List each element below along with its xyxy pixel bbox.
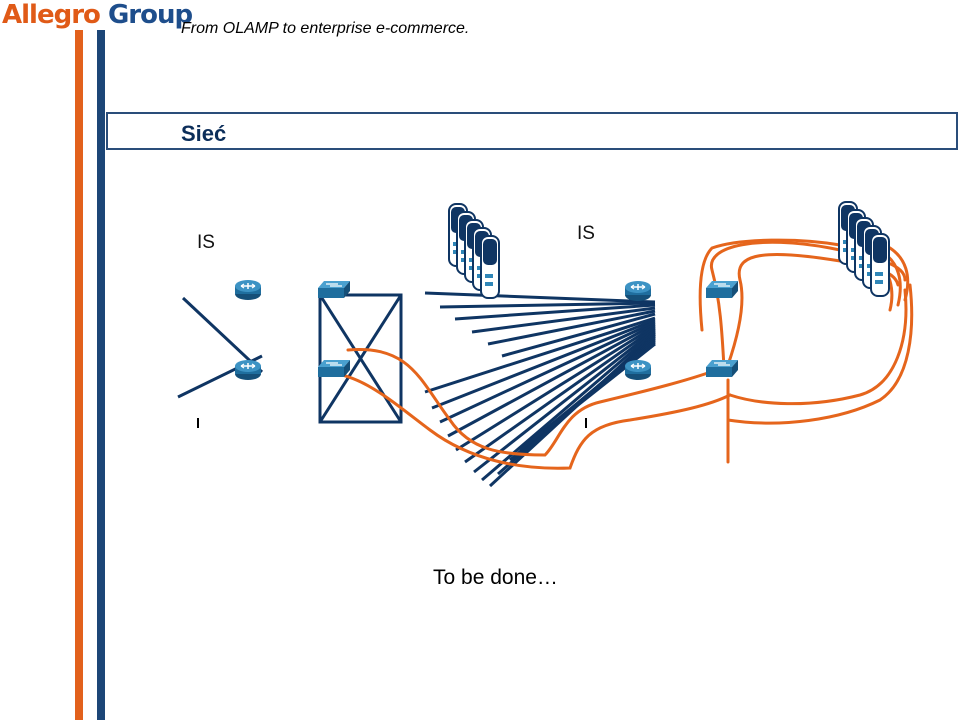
blue-vertical-bar xyxy=(97,30,105,720)
server-rack-icon xyxy=(448,203,500,299)
router-icon xyxy=(624,359,652,381)
label-is-left: IS xyxy=(197,232,215,253)
switch-icon xyxy=(317,280,351,299)
slide-title: Sieć xyxy=(181,121,227,146)
router-icon xyxy=(624,280,652,302)
router-icon xyxy=(234,279,262,301)
orange-vertical-bar xyxy=(75,30,83,720)
router-icon xyxy=(234,359,262,381)
label-is-right: IS xyxy=(577,223,595,244)
server-rack-icon xyxy=(838,201,890,297)
caption-to-be-done: To be done… xyxy=(433,566,558,589)
header-subtitle: From OLAMP to enterprise e-commerce. xyxy=(181,20,470,37)
navy-links-left xyxy=(177,293,403,424)
switch-icon xyxy=(317,359,351,378)
title-box xyxy=(106,112,958,150)
switch-icon xyxy=(705,359,739,378)
logo-word-group: Group xyxy=(107,0,193,30)
company-logo: Allegro Group xyxy=(2,0,193,34)
logo-word-allegro: Allegro xyxy=(2,0,101,30)
switch-icon xyxy=(705,280,739,299)
navy-links-fan xyxy=(424,291,657,488)
